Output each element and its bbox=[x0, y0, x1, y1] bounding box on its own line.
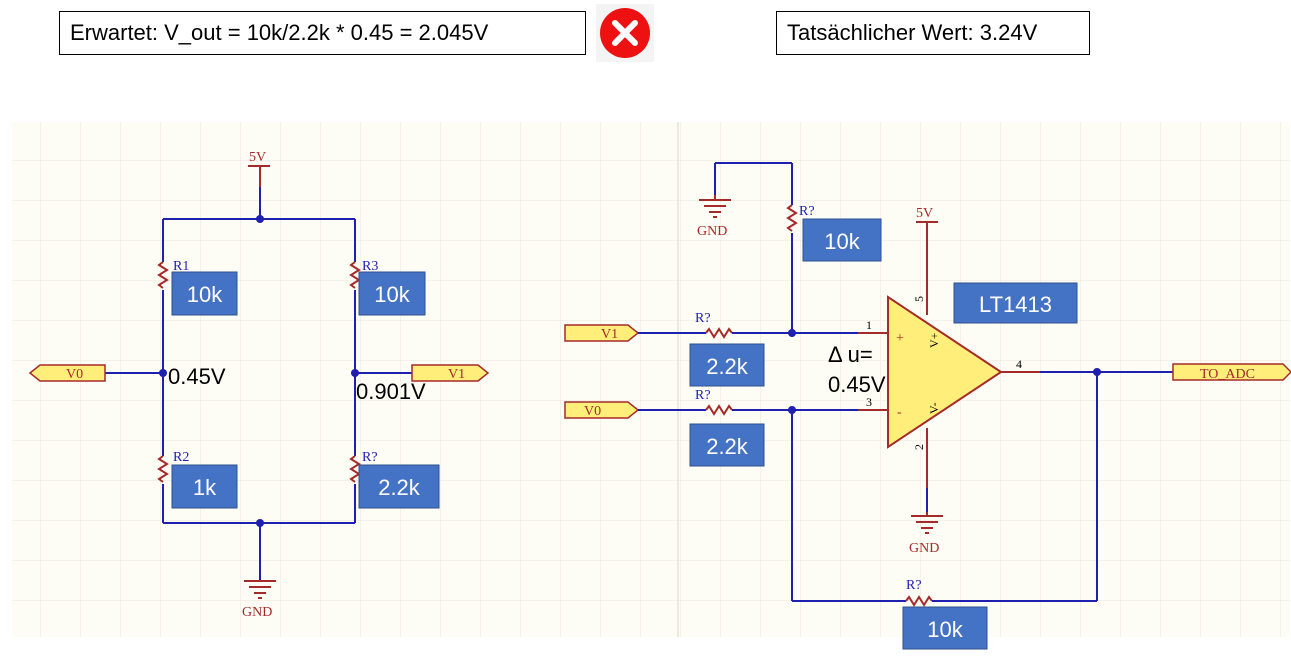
pin-vplus-number: 5 bbox=[912, 296, 926, 302]
delta-u-label: Δ u= bbox=[828, 342, 873, 367]
amplifier-circuit: GND R? V1 R? V0 R? 1 3 + - 4 V+ V- bbox=[564, 162, 1291, 607]
opamp-name: LT1413 bbox=[979, 292, 1052, 317]
resistor-rf bbox=[905, 595, 933, 607]
r2-value: 1k bbox=[193, 475, 217, 500]
r1-ref: R1 bbox=[173, 259, 189, 274]
amp-v0-port-label: V0 bbox=[584, 404, 601, 419]
rref-ref: R? bbox=[799, 204, 815, 219]
expected-value-note: Erwartet: V_out = 10k/2.2k * 0.45 = 2.04… bbox=[59, 11, 586, 55]
pin-out-number: 4 bbox=[1016, 357, 1022, 371]
resistor-r4 bbox=[349, 455, 361, 483]
pin-plus-number: 1 bbox=[866, 318, 872, 332]
resistor-rin2 bbox=[705, 404, 733, 416]
v0-port-label: V0 bbox=[66, 367, 83, 382]
resistor-r1 bbox=[157, 261, 169, 289]
delta-u-value: 0.45V bbox=[828, 372, 886, 397]
opamp-plus-sign: + bbox=[896, 331, 904, 346]
rin1-value: 2.2k bbox=[706, 354, 749, 379]
v0-voltage: 0.45V bbox=[168, 364, 226, 389]
v1-voltage: 0.901V bbox=[356, 379, 426, 404]
opamp-minus-sign: - bbox=[897, 405, 902, 420]
bridge-circuit: 5V GND V0 V1 R bbox=[28, 150, 490, 620]
resistor-rin1 bbox=[705, 327, 733, 339]
amp-gnd-top-label: GND bbox=[697, 224, 727, 239]
pin-vminus-number: 2 bbox=[912, 444, 926, 450]
vplus-label: V+ bbox=[927, 332, 941, 348]
resistor-r3 bbox=[349, 261, 361, 289]
to-adc-port bbox=[1172, 363, 1291, 381]
bridge-supply-label: 5V bbox=[249, 150, 266, 165]
vminus-label: V- bbox=[927, 402, 941, 414]
v0-port bbox=[28, 364, 106, 382]
rf-ref: R? bbox=[906, 578, 922, 593]
resistor-rref bbox=[786, 204, 798, 232]
v1-port bbox=[411, 364, 490, 382]
r4-ref: R? bbox=[362, 450, 378, 465]
rin2-ref: R? bbox=[695, 388, 711, 403]
v1-port-label: V1 bbox=[448, 367, 465, 382]
rref-value: 10k bbox=[824, 229, 860, 254]
actual-value-note: Tatsächlicher Wert: 3.24V bbox=[776, 11, 1090, 55]
r1-value: 10k bbox=[187, 282, 223, 307]
rf-value: 10k bbox=[927, 617, 963, 642]
amp-v1-port bbox=[564, 324, 640, 342]
grid-background bbox=[12, 122, 1290, 637]
opamp-symbol bbox=[887, 295, 1003, 449]
rin2-value: 2.2k bbox=[706, 434, 749, 459]
amp-gnd-bottom-label: GND bbox=[909, 541, 939, 556]
amp-supply-label: 5V bbox=[916, 206, 933, 221]
r3-value: 10k bbox=[374, 282, 410, 307]
r2-ref: R2 bbox=[173, 450, 189, 465]
x-circle-icon bbox=[596, 4, 654, 62]
bridge-gnd-label: GND bbox=[242, 605, 272, 620]
pin-minus-number: 3 bbox=[866, 395, 872, 409]
amp-v1-port-label: V1 bbox=[601, 327, 618, 342]
amp-v0-port bbox=[564, 401, 640, 419]
resistor-r2 bbox=[157, 455, 169, 483]
r4-value: 2.2k bbox=[378, 475, 421, 500]
r3-ref: R3 bbox=[362, 259, 378, 274]
rin1-ref: R? bbox=[695, 311, 711, 326]
to-adc-label: TO_ADC bbox=[1200, 367, 1255, 382]
